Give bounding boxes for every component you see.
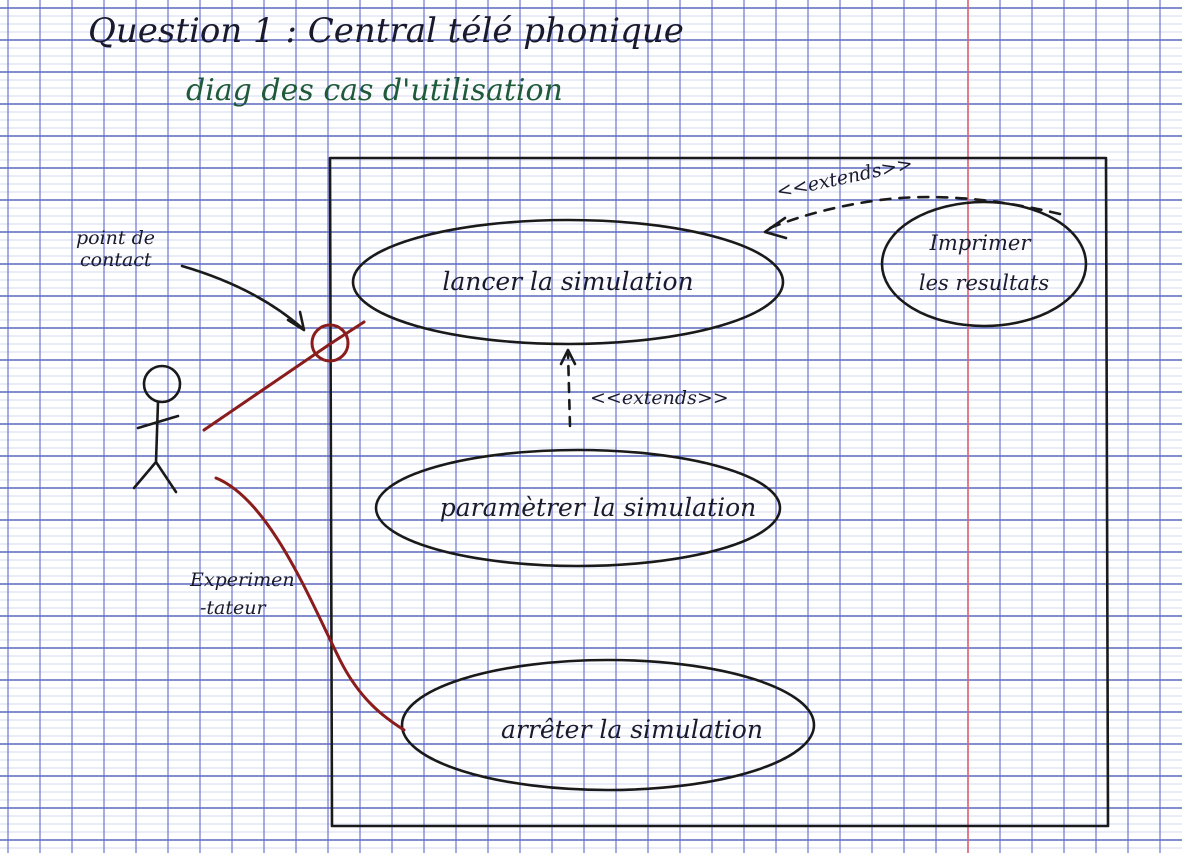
association-launch xyxy=(202,320,366,432)
annotation-line-2: contact xyxy=(80,249,152,271)
contact-point-circle xyxy=(310,323,350,363)
use-case-parameterize-label: paramètrer la simulation xyxy=(440,493,757,522)
page-title: Question 1 : Central télé phonique xyxy=(88,11,684,51)
use-case-stop-ellipse xyxy=(400,658,816,792)
annotation-arrow xyxy=(180,264,304,330)
use-case-parameterize[interactable]: paramètrer la simulation xyxy=(374,448,782,568)
use-case-parameterize-ellipse xyxy=(374,448,782,568)
annotation-arrowhead xyxy=(286,310,306,332)
use-case-print[interactable]: Imprimer les resultats xyxy=(880,200,1088,328)
extend-dashed-line-middle xyxy=(566,350,572,428)
actor-stick-figure[interactable] xyxy=(132,364,182,494)
use-case-launch[interactable]: lancer la simulation xyxy=(351,218,785,346)
use-case-print-label-1: Imprimer xyxy=(929,231,1033,255)
use-case-stop[interactable]: arrêter la simulation xyxy=(400,658,816,792)
use-case-print-ellipse xyxy=(880,200,1088,328)
system-boundary xyxy=(328,156,1110,828)
use-case-print-label-2: les resultats xyxy=(919,271,1049,295)
extend-relation-print-launch: <<extends>> xyxy=(763,153,1062,240)
association-stop xyxy=(214,476,406,732)
actor-name-line-1: Experimen xyxy=(189,569,295,591)
actor-head xyxy=(142,364,182,404)
extend-dashed-line-top xyxy=(768,195,1062,230)
actor-name-line-2: -tateur xyxy=(200,597,267,619)
extend-label-middle: <<extends>> xyxy=(590,387,729,409)
actor-body xyxy=(132,400,180,494)
extend-relation-parameterize-launch: <<extends>> xyxy=(559,348,729,428)
use-case-stop-label: arrêter la simulation xyxy=(501,715,763,744)
annotation-line-1: point de xyxy=(76,227,155,249)
extend-arrowhead-top xyxy=(763,216,788,240)
page-subtitle: diag des cas d'utilisation xyxy=(186,73,563,108)
extend-arrowhead-middle xyxy=(559,348,577,366)
use-case-launch-ellipse xyxy=(351,218,785,346)
use-case-launch-label: lancer la simulation xyxy=(442,267,693,296)
